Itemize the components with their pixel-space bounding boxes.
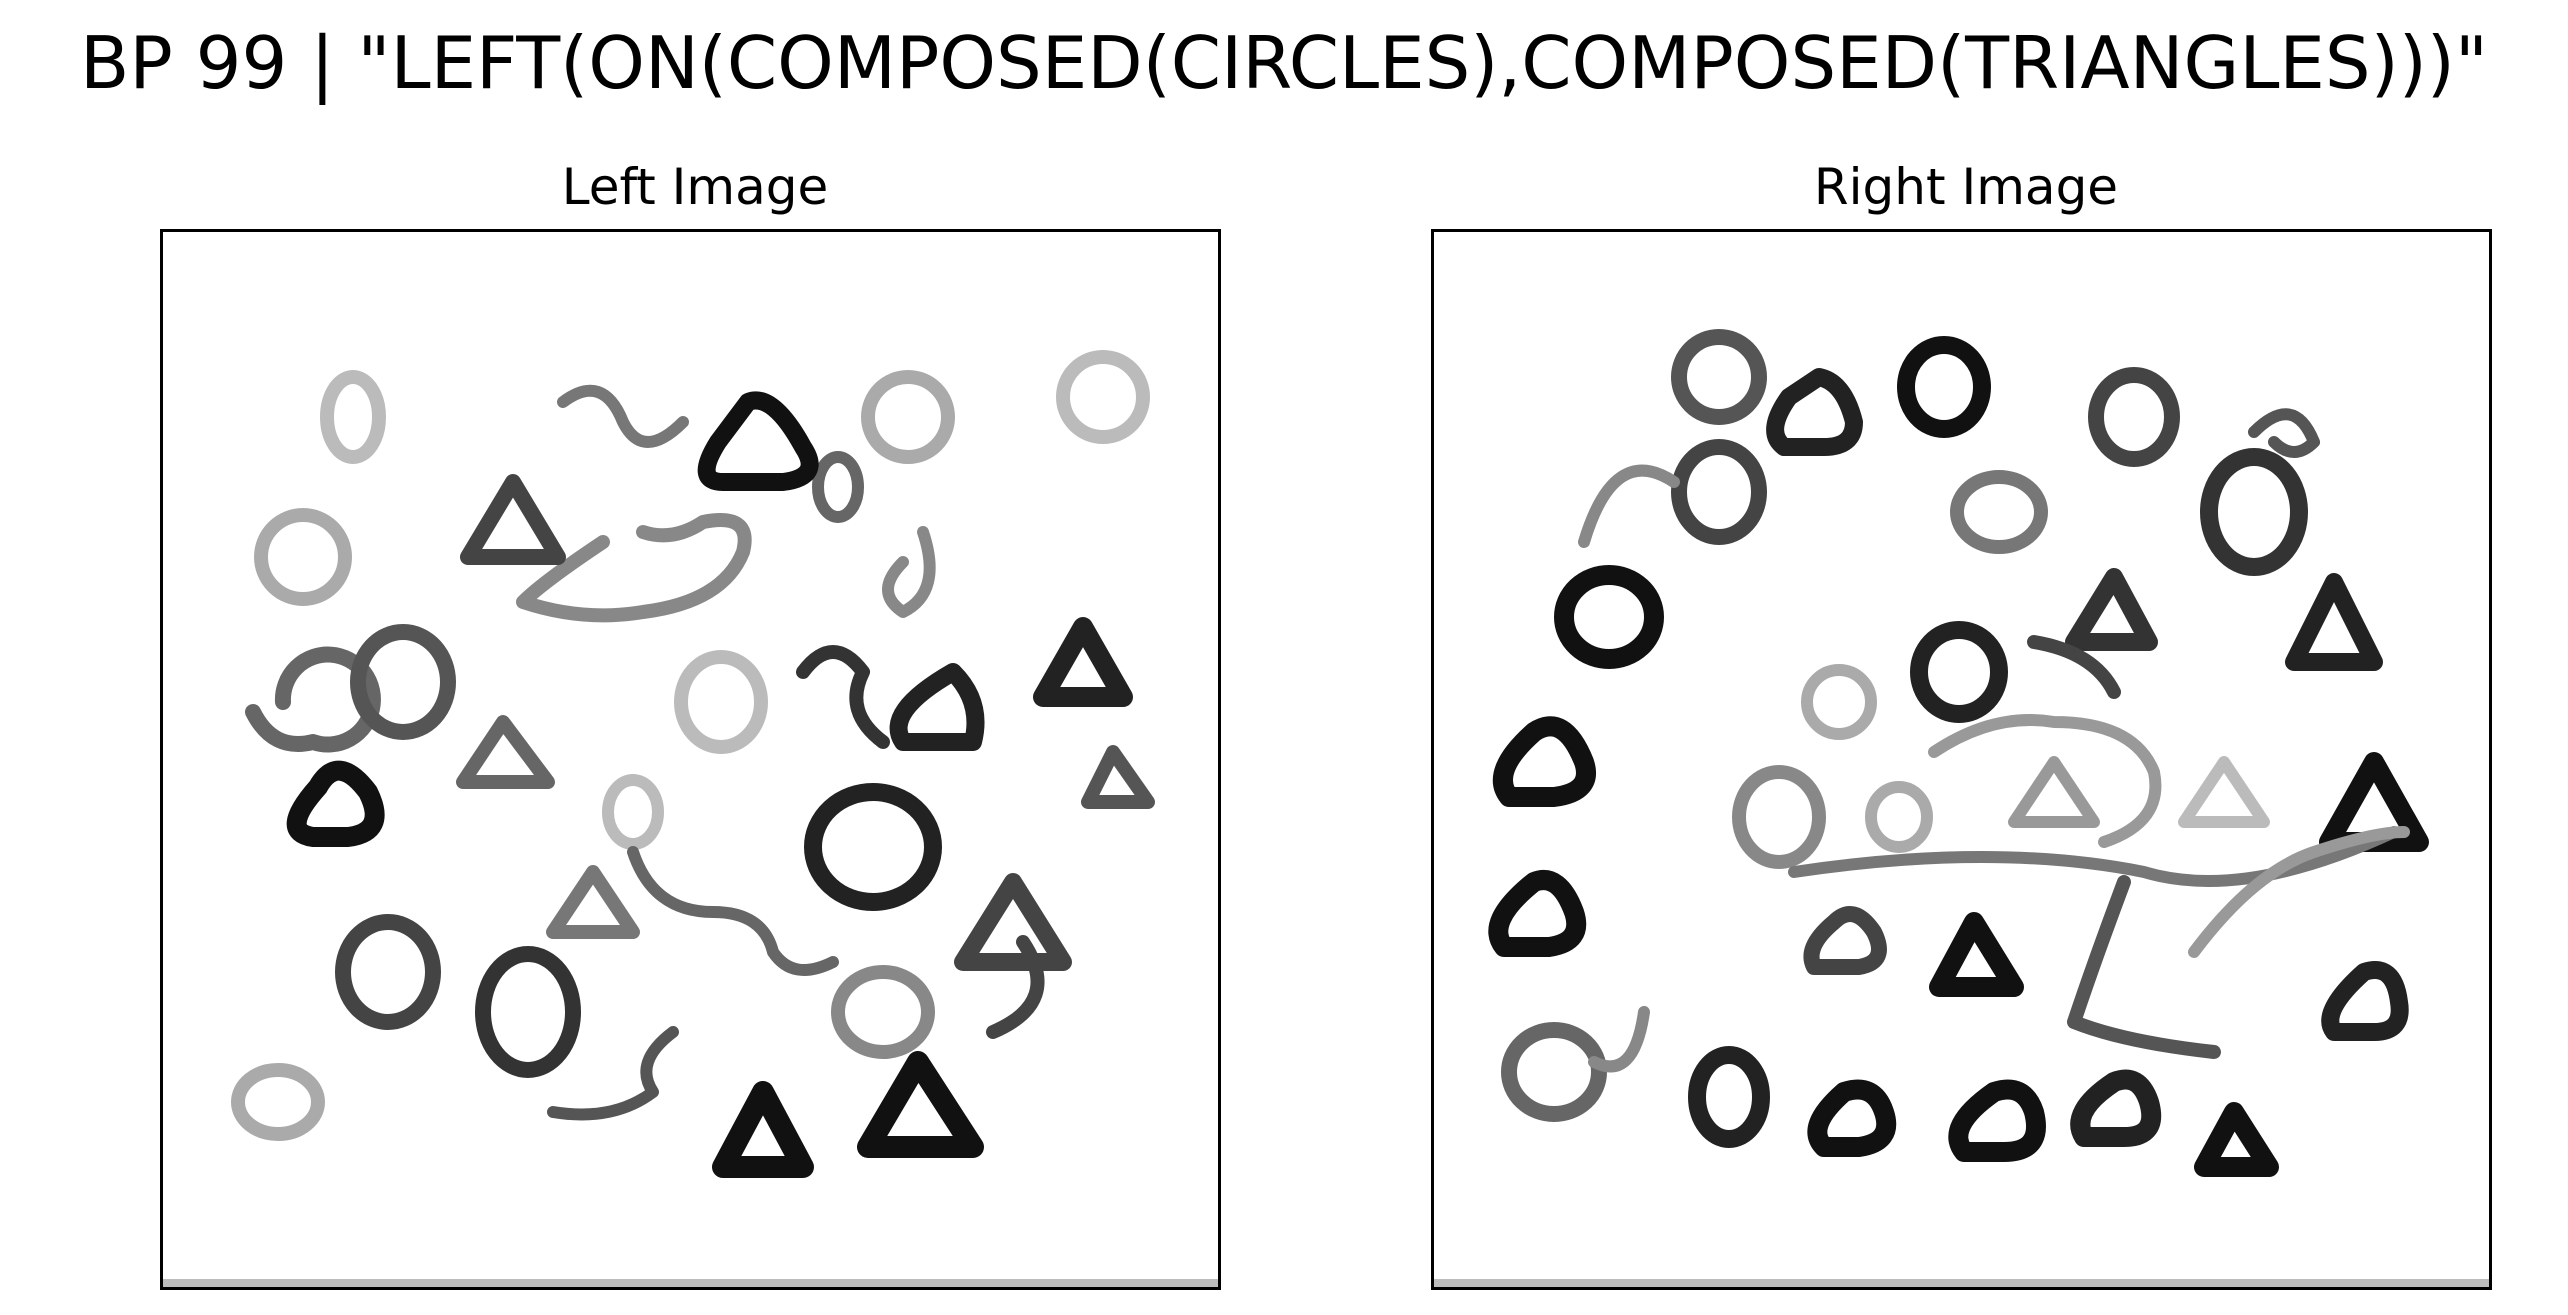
circle-shape	[1801, 664, 1877, 740]
figure-title: BP 99 | "LEFT(ON(COMPOSED(CIRCLES),COMPO…	[79, 21, 2489, 105]
circle-shape	[335, 914, 441, 1030]
curve-shape	[627, 846, 839, 976]
curve-shape	[1928, 714, 2162, 848]
triangle-shape	[2285, 573, 2383, 671]
circle-shape	[674, 650, 768, 754]
curve-shape	[557, 384, 689, 448]
curve-shape	[1788, 826, 2400, 887]
triangle-shape	[1033, 617, 1133, 707]
circle-shape	[231, 1063, 325, 1141]
triangle-shape	[2070, 1069, 2162, 1147]
circle-shape	[254, 508, 352, 606]
circle-shape	[1950, 470, 2048, 554]
circle-shape	[1554, 565, 1664, 669]
curve-shape	[1588, 1006, 1650, 1073]
circle-shape	[804, 783, 942, 911]
curve-shape	[796, 645, 890, 749]
curve-shape	[882, 526, 936, 618]
circle-shape	[1865, 781, 1933, 853]
circle-shape	[1671, 329, 1767, 425]
circle-shape	[1056, 350, 1150, 444]
triangle-shape	[546, 865, 640, 939]
circle-shape	[1501, 1022, 1607, 1122]
right-image-drawing	[1434, 329, 2489, 1287]
triangle-shape	[889, 663, 985, 751]
curve-shape	[2188, 826, 2410, 958]
left-panel-title: Left Image	[561, 158, 829, 216]
right-panel-title: Right Image	[1813, 158, 2119, 216]
circle-shape	[812, 451, 864, 523]
triangle-shape	[1807, 1079, 1897, 1157]
circle-shape	[1688, 1046, 1770, 1148]
right-image-panel	[1431, 229, 2492, 1290]
circle-shape	[861, 370, 955, 464]
triangle-shape	[857, 1051, 984, 1158]
circle-shape	[1671, 439, 1767, 545]
triangle-shape	[2194, 1102, 2279, 1177]
triangle-shape	[1492, 716, 1596, 807]
curve-shape	[2067, 875, 2221, 1059]
triangle-shape	[697, 391, 819, 491]
triangle-shape	[1803, 906, 1887, 975]
triangle-shape	[1948, 1079, 2046, 1162]
triangle-shape	[2008, 756, 2100, 828]
circle-shape	[2200, 448, 2308, 576]
triangle-shape	[2321, 961, 2409, 1041]
curve-shape	[2248, 408, 2320, 458]
left-image-drawing	[163, 350, 1218, 1287]
circle-shape	[831, 965, 935, 1059]
circle-shape	[475, 946, 581, 1078]
spiral-shape	[245, 646, 381, 753]
circle-shape	[2088, 367, 2180, 467]
triangle-shape	[2065, 568, 2158, 651]
circle-shape	[320, 370, 386, 464]
triangle-shape	[2178, 756, 2270, 828]
curve-shape	[547, 1026, 679, 1121]
triangle-shape	[460, 474, 566, 565]
circle-shape	[602, 774, 664, 850]
triangle-shape	[1081, 745, 1155, 809]
curve-shape	[516, 513, 752, 623]
curve-shape	[2027, 635, 2121, 699]
circle-shape	[1910, 621, 2008, 723]
left-image-panel	[160, 229, 1221, 1290]
triangle-shape	[1488, 870, 1587, 957]
circle-shape	[350, 624, 456, 740]
triangle-shape	[456, 715, 555, 789]
triangle-shape	[1929, 912, 2024, 997]
triangle-shape	[286, 760, 385, 847]
circle-shape	[1897, 336, 1991, 438]
triangle-shape	[712, 1081, 814, 1178]
triangle-shape	[954, 873, 1072, 971]
curve-shape	[1578, 464, 1680, 548]
triangle-shape	[1766, 368, 1863, 456]
circle-shape	[1732, 765, 1826, 869]
